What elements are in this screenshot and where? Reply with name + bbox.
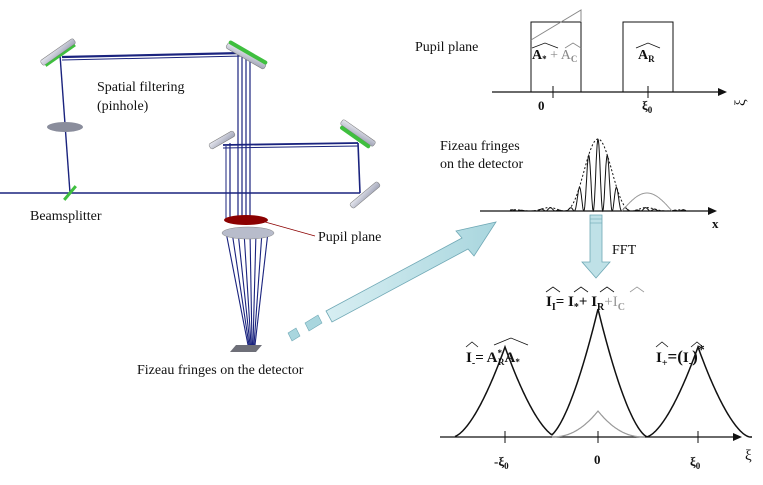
pupil-tick-xi0: ξ0 (642, 98, 653, 115)
detector-plate (230, 345, 262, 352)
beam-top (61, 51, 244, 59)
mirror-mid-right (340, 119, 376, 149)
mirror-mid-left (208, 130, 236, 150)
pupil-plot: Pupil plane A* + AC AR 0 ξ0 ξ (415, 9, 749, 115)
fringe-title-2: on the detector (440, 157, 524, 172)
pupil-mask (224, 215, 268, 225)
fringe-title-1: Fizeau fringes (440, 139, 520, 154)
pupil-right-label: AR (638, 48, 655, 64)
label-beamsplitter: Beamsplitter (30, 209, 102, 224)
pupil-box-left (530, 21, 582, 93)
fringe-grey-bump (621, 192, 673, 212)
label-pinhole: (pinhole) (97, 99, 149, 114)
beamsplitter-element (63, 185, 77, 201)
beam-loop (222, 142, 359, 146)
fringe-axis-label: x (712, 216, 719, 231)
fft-arrow: FFT (581, 214, 637, 279)
pupil-leader (257, 219, 316, 237)
label-pupil-plane: Pupil plane (318, 230, 381, 245)
spec-left-label: I-= A*RA* (466, 348, 520, 369)
mirror-lower-right (349, 181, 381, 209)
optical-setup (0, 51, 361, 346)
label-spatial-filtering: Spatial filtering (97, 80, 184, 95)
pupil-plot-title: Pupil plane (415, 40, 478, 55)
spectrum-grey-peak (552, 410, 645, 438)
pupil-box-left-slant (530, 9, 582, 41)
spec-central-label: II= I*+ IR+IC (546, 294, 625, 313)
pupil-axis-label: ξ (733, 99, 749, 106)
pupil-left-label: A* + AC (532, 48, 577, 64)
spec-tick-right: ξ0 (690, 454, 701, 471)
label-detector: Fizeau fringes on the detector (137, 363, 304, 378)
fft-label: FFT (612, 243, 637, 258)
beam-converge (225, 231, 249, 346)
mapping-arrow (287, 221, 497, 342)
spectrum-plot: -ξ0 0 ξ0 ξ II= I*+ IR+IC I-= A*RA* I+=(I… (440, 286, 752, 471)
fringe-plot: Fizeau fringes on the detector x (440, 138, 719, 231)
pinhole-disk (47, 122, 83, 132)
spec-right-label: I+=(I-)* (656, 343, 705, 369)
mirror-top-right (225, 40, 268, 70)
spec-tick-left: -ξ0 (494, 454, 509, 471)
fringe-curve (509, 138, 687, 213)
pupil-tick-zero: 0 (538, 98, 545, 113)
spec-axis-label: ξ (745, 448, 752, 464)
spec-tick-zero: 0 (594, 452, 601, 467)
spectrum-curve (454, 308, 752, 438)
fringe-envelope (510, 138, 686, 212)
mirror-top-left (40, 38, 76, 67)
lens (221, 226, 275, 240)
